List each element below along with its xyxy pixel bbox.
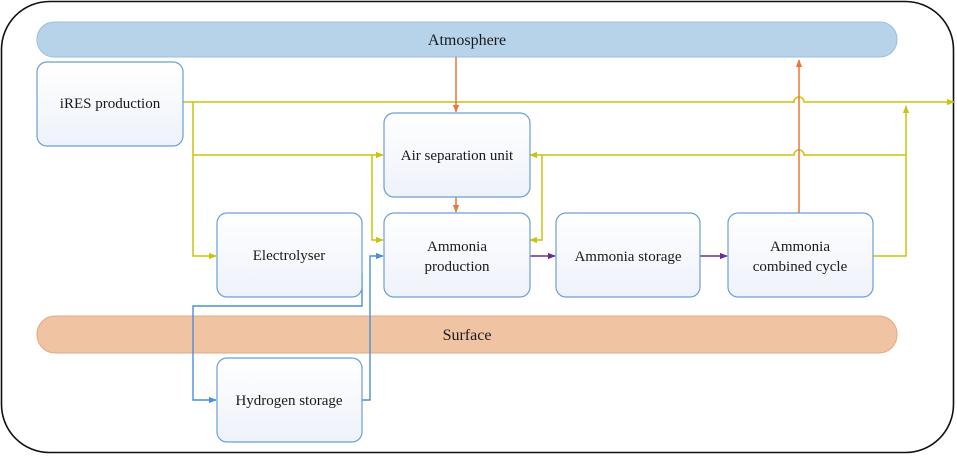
node-hydrogen-storage: Hydrogen storage [216, 357, 363, 443]
hydrogen-flows [192, 252, 384, 404]
svg-text:Air separation unit: Air separation unit [401, 148, 514, 164]
node-ammonia-storage: Ammonia storage [555, 212, 701, 298]
svg-text:production: production [425, 259, 490, 275]
svg-text:combined cycle: combined cycle [753, 259, 848, 275]
svg-text:Ammonia storage: Ammonia storage [574, 249, 681, 265]
atmosphere-label: Atmosphere [428, 32, 506, 49]
node-ammonia-combined-cycle: Ammonia combined cycle [727, 212, 874, 298]
node-ires-production: iRES production [36, 61, 184, 147]
svg-text:Ammonia: Ammonia [427, 239, 487, 255]
node-electrolyser: Electrolyser [216, 212, 363, 298]
svg-text:Electrolyser: Electrolyser [253, 248, 325, 264]
svg-text:Ammonia: Ammonia [770, 239, 830, 255]
surface-band [36, 315, 898, 354]
svg-text:iRES production: iRES production [60, 96, 161, 112]
atmosphere-band [36, 21, 898, 58]
surface-label: Surface [443, 327, 492, 344]
node-ammonia-production: Ammonia production [383, 212, 531, 298]
air-flows [452, 57, 803, 213]
svg-text:Hydrogen storage: Hydrogen storage [235, 393, 342, 409]
node-air-separation-unit: Air separation unit [383, 112, 531, 198]
